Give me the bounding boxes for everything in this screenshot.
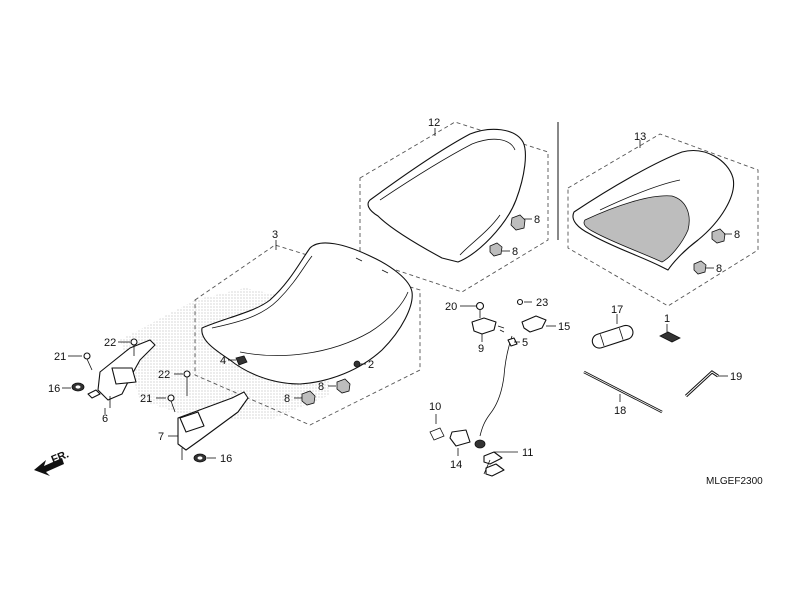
front-label: FR. [50, 448, 71, 466]
callout-8f: 8 [284, 393, 290, 405]
drawing-code: MLGEF2300 [706, 476, 763, 487]
callout-21a: 21 [54, 351, 66, 363]
callout-14: 14 [450, 459, 462, 471]
callout-17: 17 [611, 304, 623, 316]
callout-13: 13 [634, 131, 646, 143]
rear-seat-12 [359, 121, 549, 293]
callout-8a: 8 [534, 214, 540, 226]
callout-1: 1 [664, 313, 670, 325]
callout-22a: 22 [104, 337, 116, 349]
callout-11: 11 [522, 447, 533, 459]
callout-15: 15 [558, 321, 570, 333]
callout-8e: 8 [318, 381, 324, 393]
callout-5: 5 [522, 337, 528, 349]
callout-7: 7 [158, 431, 164, 443]
callout-labels: 1 2 3 4 5 6 7 8 8 8 8 8 8 9 10 11 12 13 … [48, 117, 742, 471]
seat-lock-cable [429, 298, 556, 477]
callout-20: 20 [445, 301, 457, 313]
seat-bracket-6 [62, 338, 156, 414]
callout-22b: 22 [158, 369, 170, 381]
seat-cowl-13 [567, 133, 759, 307]
callout-3: 3 [272, 229, 278, 241]
callout-4: 4 [220, 355, 226, 367]
main-seat-3 [120, 240, 421, 426]
callout-8b: 8 [512, 246, 518, 258]
callout-6: 6 [102, 413, 108, 425]
callout-2: 2 [368, 359, 374, 371]
seat-bracket-7 [156, 370, 249, 463]
front-direction-arrow [34, 458, 64, 476]
callout-19: 19 [730, 371, 742, 383]
tool-kit [583, 314, 728, 414]
callout-12: 12 [428, 117, 440, 129]
callout-18: 18 [614, 405, 626, 417]
callout-8c: 8 [734, 229, 740, 241]
callout-9: 9 [478, 343, 484, 355]
callout-10: 10 [429, 401, 441, 413]
callout-23: 23 [536, 297, 548, 309]
callout-21b: 21 [140, 393, 152, 405]
callout-16b: 16 [220, 453, 232, 465]
callout-8d: 8 [716, 263, 722, 275]
callout-16a: 16 [48, 383, 60, 395]
